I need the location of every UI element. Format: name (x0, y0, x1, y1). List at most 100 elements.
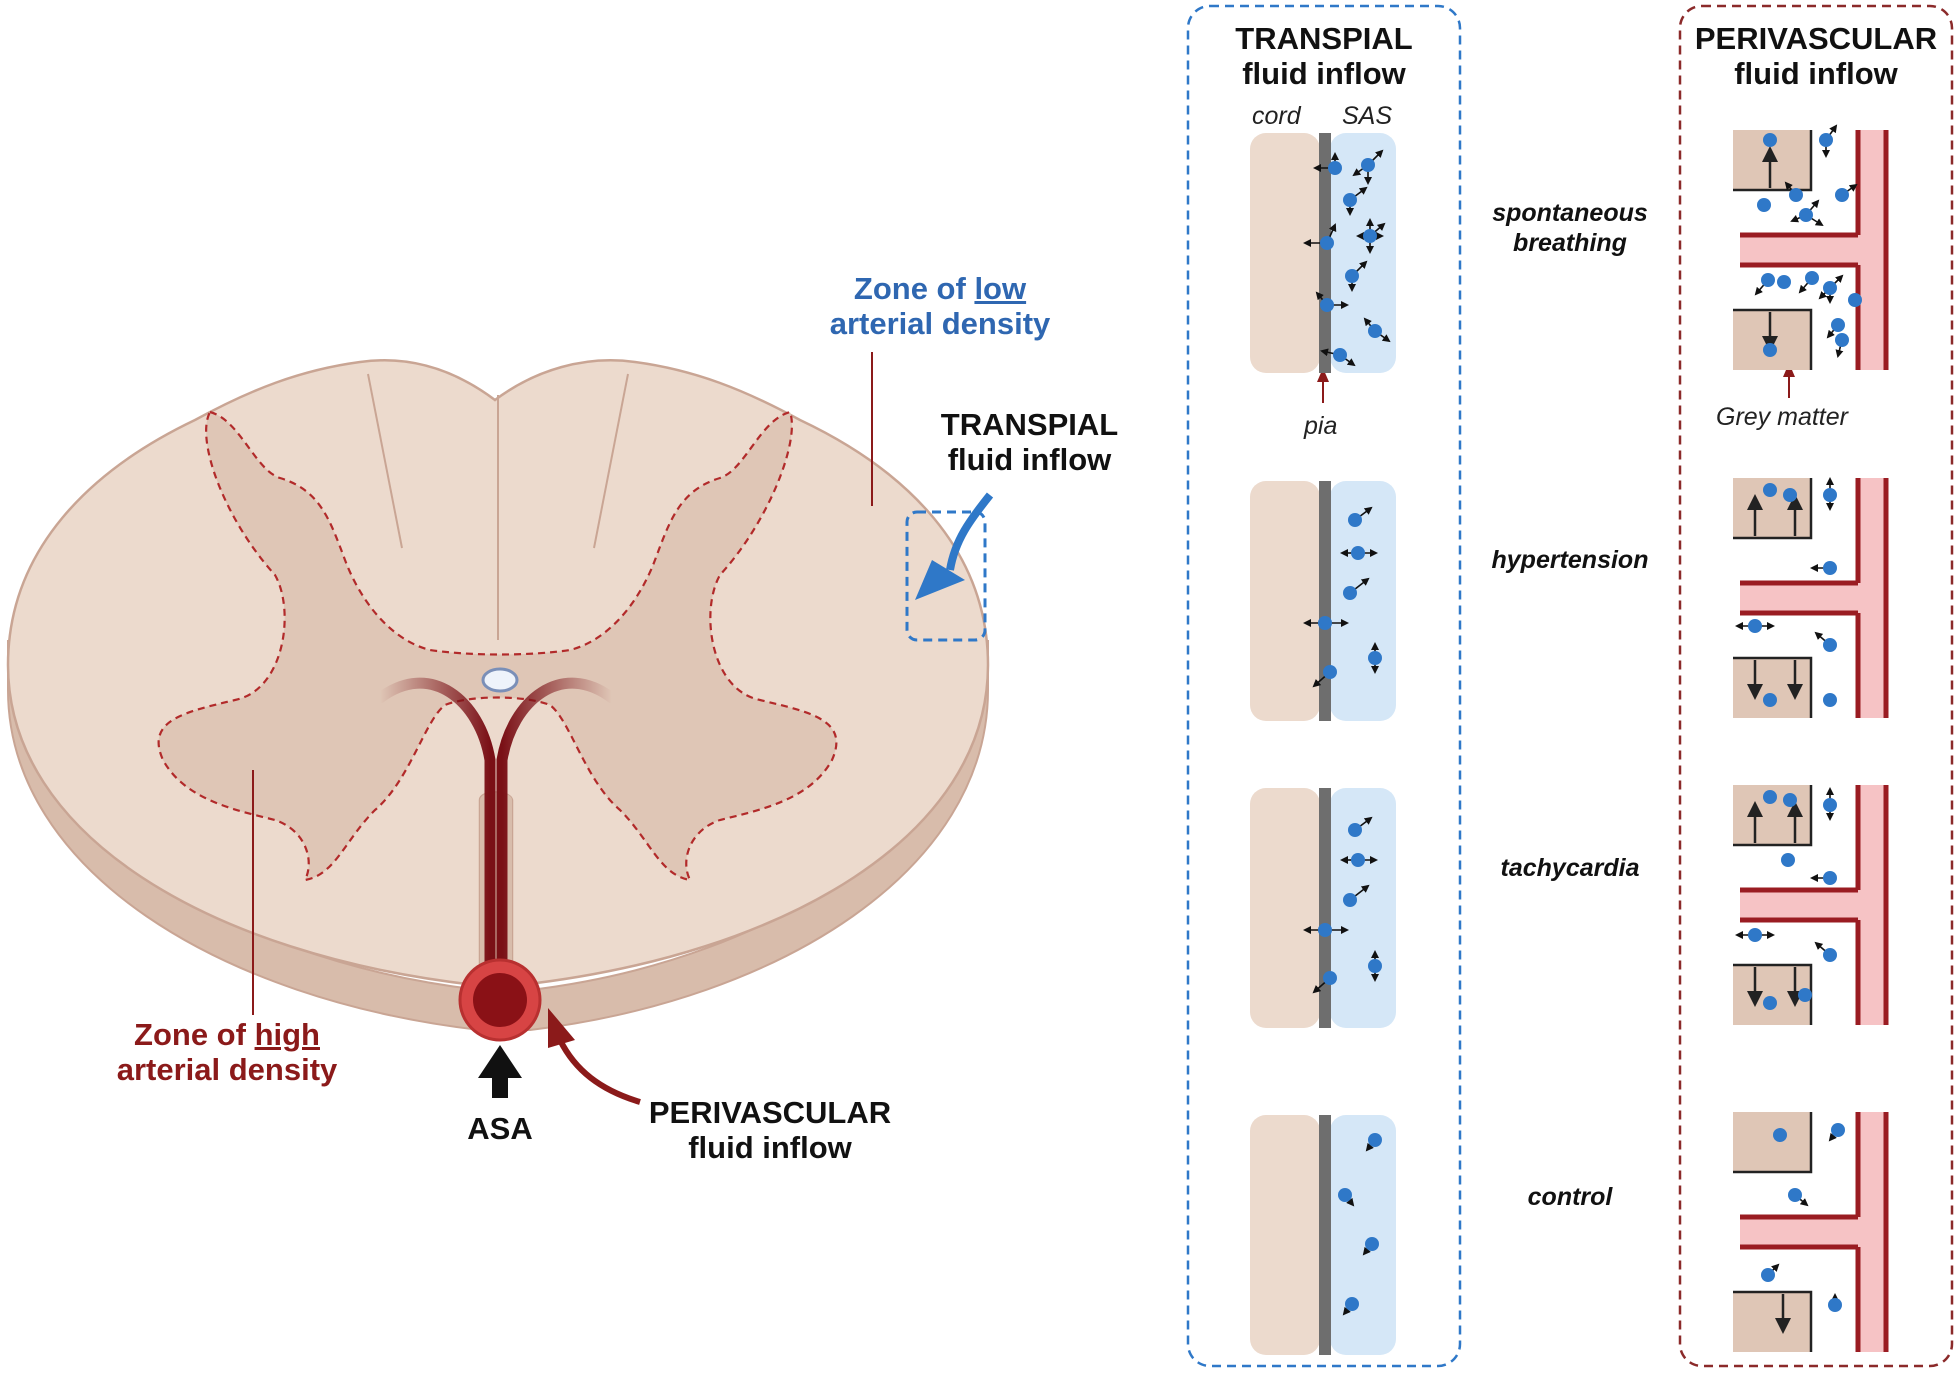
fluid-particle (1783, 488, 1797, 502)
up-arrow-icon (1787, 801, 1803, 817)
fluid-particle (1763, 343, 1777, 357)
fluid-particle (1351, 853, 1365, 867)
fluid-particle (1783, 793, 1797, 807)
perivascular-panel-title: PERIVASCULAR fluid inflow (1694, 21, 1938, 91)
vessel-vertical (1858, 130, 1886, 370)
fluid-particle (1361, 158, 1375, 172)
transpial-panel-border (1186, 4, 1462, 1368)
fluid-particle (1368, 959, 1382, 973)
cord-tissue (1250, 1115, 1320, 1355)
fluid-particle (1823, 798, 1837, 812)
down-arrow-icon (1747, 991, 1763, 1007)
vessel-branch (1740, 1217, 1858, 1247)
fluid-particle (1363, 229, 1377, 243)
sulcal-artery-right (496, 677, 618, 996)
fluid-particle (1320, 236, 1334, 250)
fluid-particle (1835, 333, 1849, 347)
fluid-particle (1781, 853, 1795, 867)
up-arrow-icon (1747, 494, 1763, 510)
vessel-vertical (1858, 785, 1886, 1025)
transpial-region-box (905, 510, 987, 642)
fluid-particle (1835, 188, 1849, 202)
fluid-particle (1323, 665, 1337, 679)
fluid-particle (1368, 651, 1382, 665)
vessel-branch (1740, 235, 1858, 265)
fluid-particle (1823, 871, 1837, 885)
transpial-panel-title: TRANSPIAL fluid inflow (1235, 21, 1413, 91)
zone-low-label: Zone of low arterial density (829, 271, 1051, 341)
fluid-particle (1328, 161, 1342, 175)
perivascular-schematic (1733, 477, 1889, 718)
fluid-particle (1823, 561, 1837, 575)
up-arrow-icon (1787, 494, 1803, 510)
fluid-particle (1351, 546, 1365, 560)
subarachnoid-space (1330, 1115, 1396, 1355)
fluid-particle (1777, 275, 1791, 289)
fluid-particle (1848, 293, 1862, 307)
fluid-particle (1763, 483, 1777, 497)
perivascular-schematic (1733, 1112, 1889, 1352)
fluid-particle (1345, 269, 1359, 283)
fluid-particle (1368, 1133, 1382, 1147)
perivascular-diagrams (1733, 124, 1889, 1352)
anterior-spinal-artery-lumen (473, 973, 527, 1027)
condition-label-control: control (1527, 1183, 1613, 1211)
vessel-vertical (1858, 478, 1886, 718)
fluid-particle (1799, 208, 1813, 222)
up-arrow-icon (1762, 146, 1778, 162)
cord-tissue (1250, 481, 1320, 721)
pia-membrane (1319, 481, 1331, 721)
fluid-particle (1320, 298, 1334, 312)
transpial-inflow-label: TRANSPIAL fluid inflow (940, 407, 1119, 477)
transpial-schematic (1250, 1115, 1396, 1355)
transpial-schematic (1250, 133, 1396, 373)
fluid-particle (1823, 948, 1837, 962)
fluid-particle (1798, 988, 1812, 1002)
pia-membrane (1319, 1115, 1331, 1355)
fluid-particle (1761, 1268, 1775, 1282)
fluid-particle (1789, 188, 1803, 202)
pia-membrane (1319, 133, 1331, 373)
fluid-particle (1831, 1123, 1845, 1137)
fluid-particle (1368, 324, 1382, 338)
vessel-branch (1740, 583, 1858, 613)
subarachnoid-space (1330, 133, 1396, 373)
cord-tissue (1250, 788, 1320, 1028)
perivascular-inflow-label: PERIVASCULAR fluid inflow (648, 1095, 892, 1165)
fluid-particle (1805, 271, 1819, 285)
fluid-particle (1323, 971, 1337, 985)
fluid-particle (1773, 1128, 1787, 1142)
fluid-particle (1819, 133, 1833, 147)
fluid-particle (1343, 893, 1357, 907)
subarachnoid-space (1330, 481, 1396, 721)
grey-matter-label: Grey matter (1716, 403, 1848, 431)
sas-label: SAS (1342, 102, 1393, 130)
grey-matter-block (1733, 1112, 1811, 1172)
transpial-schematic (1250, 788, 1396, 1028)
fluid-particle (1828, 1298, 1842, 1312)
fluid-particle (1763, 790, 1777, 804)
sulcal-artery-left (374, 677, 496, 996)
zone-high-label: Zone of high arterial density (116, 1017, 338, 1087)
fluid-particle (1823, 693, 1837, 707)
asa-arrow-icon (478, 1045, 522, 1098)
transpial-schematic (1250, 481, 1396, 721)
fluid-particle (1348, 513, 1362, 527)
cord-tissue (1250, 133, 1320, 373)
transpial-inflow-arrow-icon (946, 492, 994, 571)
spinal-cord-cross-section (6, 352, 994, 1105)
fluid-particle (1318, 616, 1332, 630)
fluid-particle (1757, 198, 1771, 212)
fluid-particle (1338, 1188, 1352, 1202)
fluid-particle (1748, 619, 1762, 633)
perivascular-schematic (1733, 785, 1889, 1025)
fluid-particle (1365, 1237, 1379, 1251)
fluid-particle (1333, 348, 1347, 362)
cord-label: cord (1252, 102, 1301, 130)
fluid-particle (1348, 823, 1362, 837)
fluid-particle (1763, 693, 1777, 707)
condition-label-hypertension: hypertension (1491, 546, 1649, 574)
posterolateral-sulcus-right (593, 373, 629, 549)
posterolateral-sulcus-left (367, 373, 403, 549)
